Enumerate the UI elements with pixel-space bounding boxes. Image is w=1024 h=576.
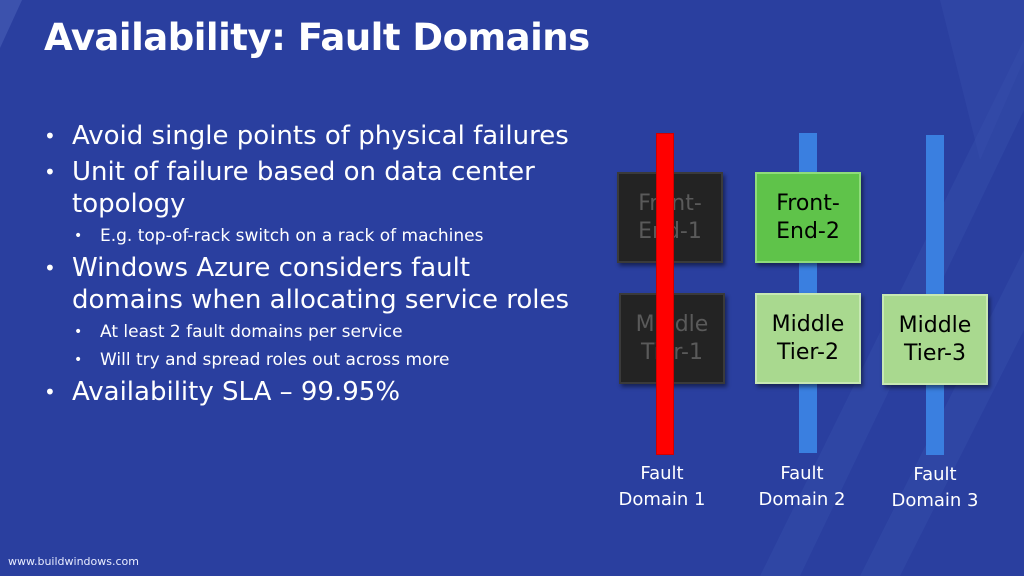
role-label-line2: End-2 bbox=[776, 218, 840, 244]
bullet-item: Unit of failure based on data center top… bbox=[40, 156, 580, 220]
bullet-item: Availability SLA – 99.95% bbox=[40, 376, 580, 408]
fault-domain-1-label: Fault Domain 1 bbox=[602, 461, 722, 513]
sub-bullet-item: E.g. top-of-rack switch on a rack of mac… bbox=[40, 224, 580, 248]
fault-domain-label-line1: Fault bbox=[640, 463, 684, 484]
fault-domain-1-bar bbox=[656, 133, 674, 455]
slide-title: Availability: Fault Domains bbox=[44, 16, 590, 59]
fault-domain-label-line1: Fault bbox=[913, 464, 957, 485]
fault-domain-label-line2: Domain 3 bbox=[891, 490, 979, 511]
fault-domain-3-label: Fault Domain 3 bbox=[875, 462, 995, 514]
role-front-end-2: Front-End-2 bbox=[755, 172, 861, 263]
role-label-line1: Middle bbox=[771, 311, 845, 337]
role-label-line1: Middle bbox=[898, 312, 972, 338]
footer-url: www.buildwindows.com bbox=[8, 555, 139, 568]
fault-domain-label-line2: Domain 2 bbox=[758, 489, 846, 510]
fault-domain-2-label: Fault Domain 2 bbox=[742, 461, 862, 513]
role-label-line2: Tier-3 bbox=[904, 340, 966, 366]
fault-domain-label-line2: Domain 1 bbox=[618, 489, 706, 510]
bullet-list: Avoid single points of physical failures… bbox=[40, 120, 580, 412]
sub-bullet-item: At least 2 fault domains per service bbox=[40, 320, 580, 344]
fault-domain-label-line1: Fault bbox=[780, 463, 824, 484]
role-label-line1: Front- bbox=[776, 190, 840, 216]
sub-bullet-item: Will try and spread roles out across mor… bbox=[40, 348, 580, 372]
role-label-line2: Tier-2 bbox=[777, 339, 839, 365]
bullet-item: Windows Azure considers fault domains wh… bbox=[40, 252, 580, 316]
bullet-item: Avoid single points of physical failures bbox=[40, 120, 580, 152]
